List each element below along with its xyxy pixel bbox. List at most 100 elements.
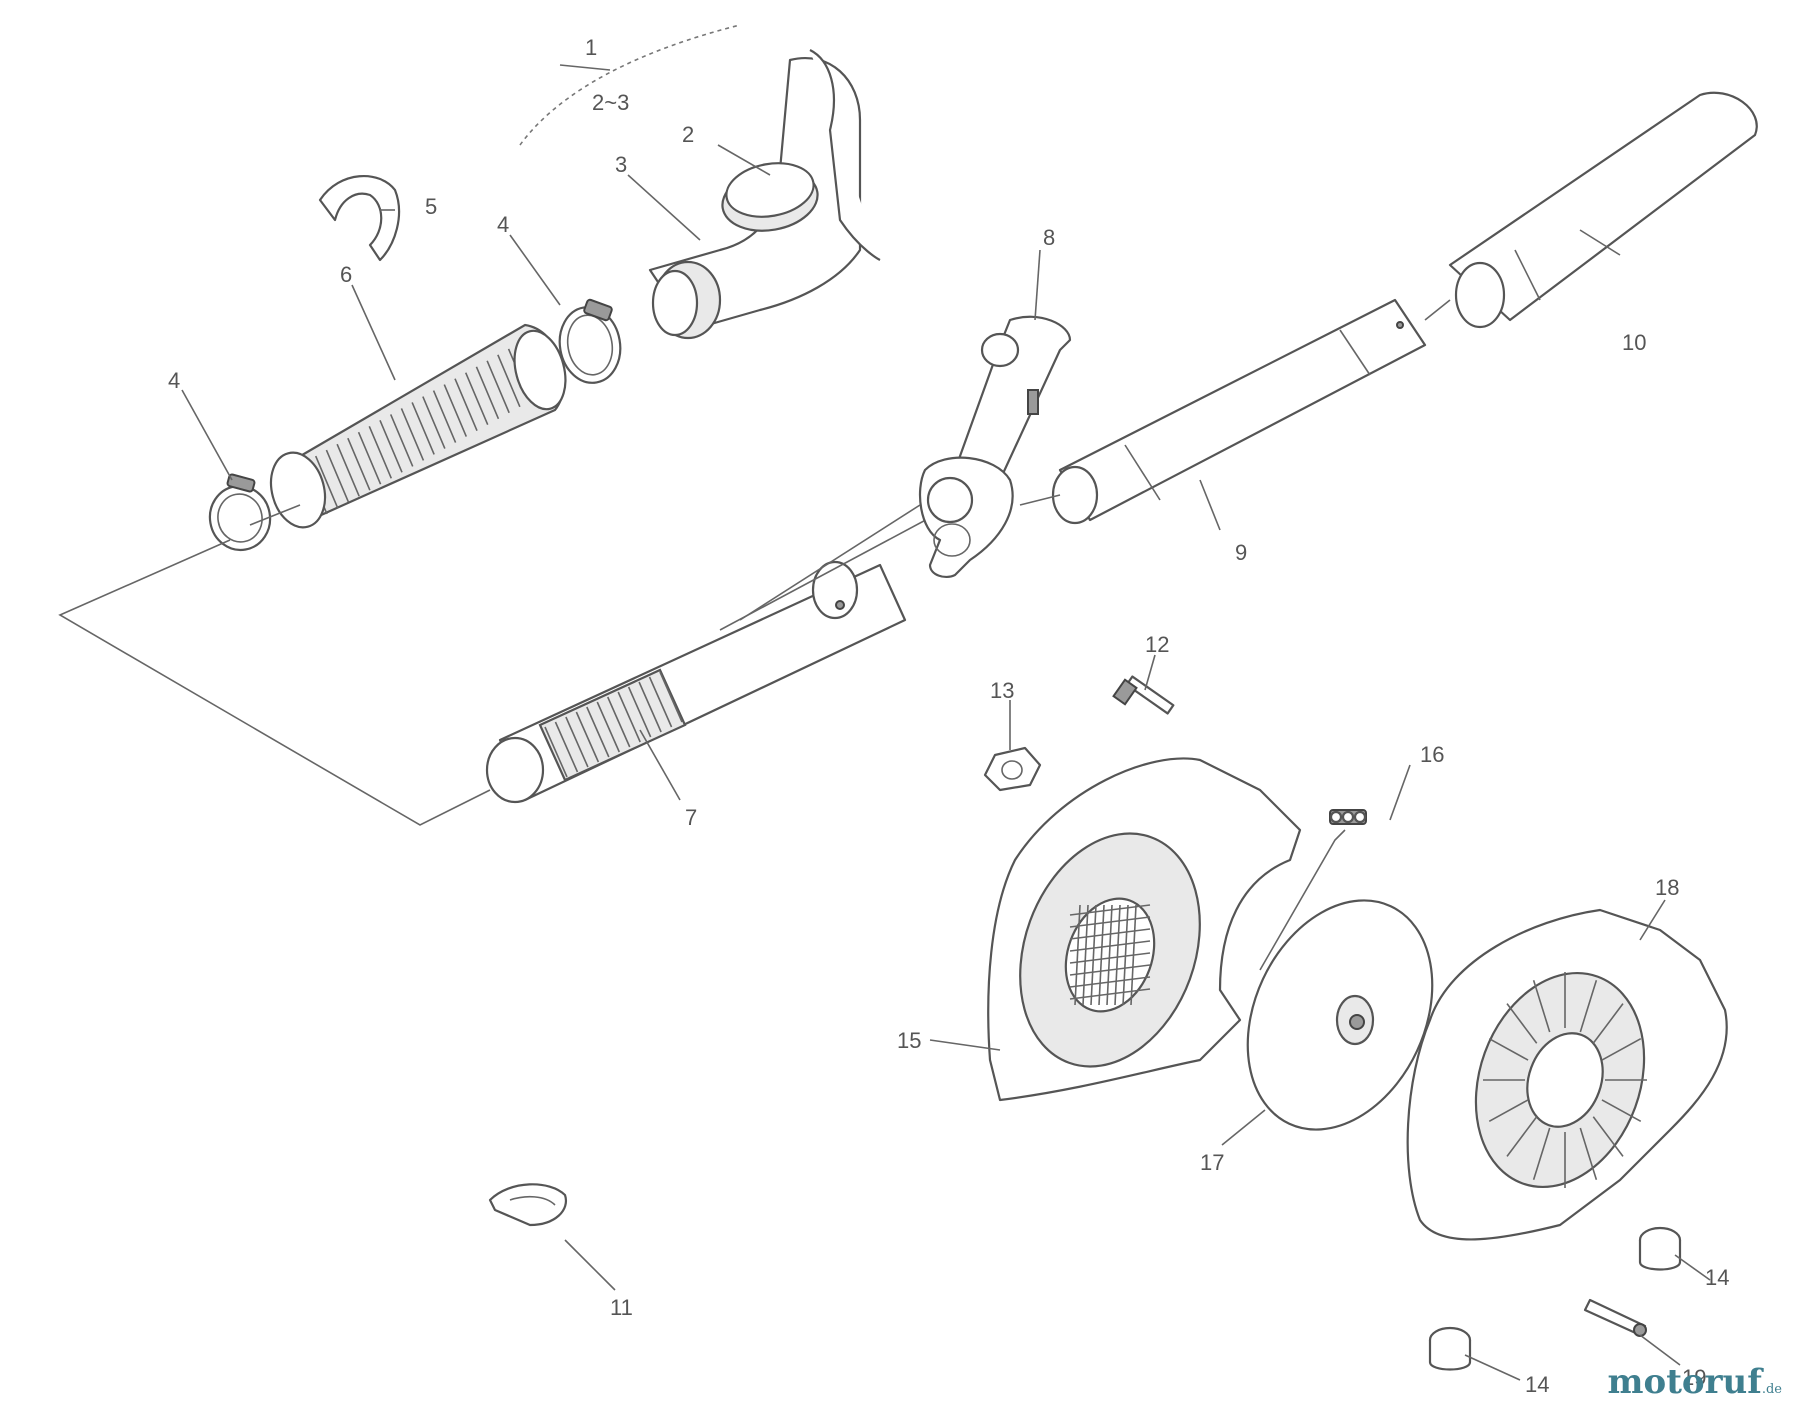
leader-lines [181,144,1711,1381]
part-11-clip [488,1183,568,1227]
callout-10: 10 [1622,330,1646,355]
detail-line [1114,904,1121,1006]
detail-line [1106,904,1113,1006]
detail-line [1074,904,1081,1006]
detail-line [1532,979,1551,1033]
detail-line [443,384,468,437]
watermark-brand: motoruf [1607,1362,1762,1402]
detail-line [379,420,403,473]
callout-12: 12 [1145,632,1169,657]
detail-line [1488,1099,1529,1123]
detail-line [1601,1099,1642,1123]
detail-line [1532,1127,1551,1181]
detail-line [1130,904,1137,1006]
detail-line [368,425,393,479]
detail-line [400,408,425,461]
callout-11: 11 [610,1295,633,1320]
detail-line [432,390,457,443]
callout-17: 17 [1200,1150,1224,1175]
detail-line [575,711,600,763]
part-9-middle-tube [1051,298,1427,525]
part-18-rear-housing [1406,908,1728,1241]
part-13-nut [983,746,1042,792]
detail-line [1069,916,1151,928]
part-16-washer-set [1329,809,1367,825]
detail-line [638,681,662,733]
detail-line [596,701,621,753]
detail-line [1601,1037,1642,1061]
detail-line [1122,904,1129,1006]
detail-line [347,437,371,491]
callout-9: 9 [1235,540,1247,565]
detail-line [325,449,350,503]
detail-line [1592,1003,1624,1044]
callout-8: 8 [1043,225,1055,250]
part-3-elbow-tube [648,49,881,340]
detail-line [422,396,446,449]
callout-labels: 1 2~3 2 3 4 5 6 4 8 10 9 7 12 13 16 18 1… [168,35,1729,1397]
detail-line [1506,1003,1538,1044]
part-1-housing-outline [519,24,741,146]
detail-line [1069,952,1151,964]
callout-1: 1 [585,35,597,60]
part-15-fan-housing [987,757,1302,1102]
callout-4-upper: 4 [497,212,509,237]
callout-16: 16 [1420,742,1444,767]
callout-14-lower: 14 [1525,1372,1549,1397]
part-14-cap-upper [1638,1226,1682,1271]
callout-13: 13 [990,678,1014,703]
detail-line [627,686,652,738]
detail-line [648,676,673,728]
part-12-screw [1112,675,1175,715]
detail-line [314,455,339,509]
detail-line [617,691,641,743]
part-14-cap-lower [1428,1326,1472,1371]
callout-6: 6 [340,262,352,287]
detail-line [1506,1116,1538,1157]
detail-line [554,721,579,773]
callout-14-upper: 14 [1705,1265,1729,1290]
detail-line [454,378,478,431]
detail-line [1069,988,1151,1000]
part-7-lower-tube [485,504,936,804]
callout-4-lower: 4 [168,368,180,393]
motoruf-watermark: motoruf.de [1608,1362,1782,1402]
detail-line [586,706,610,758]
part-5-clip [318,174,400,262]
detail-line [606,696,631,748]
detail-line [659,671,683,723]
detail-line [357,431,382,485]
detail-line [1592,1116,1624,1157]
callout-18: 18 [1655,875,1679,900]
detail-line [497,354,521,408]
detail-line [565,716,589,768]
part-19-pin [1583,1298,1647,1337]
part-10-nozzle-tube [1448,91,1758,329]
part-8-handle-bracket [918,315,1072,579]
detail-line [411,402,435,455]
part-4-hose-clamp-upper [558,298,622,384]
detail-line [544,726,568,778]
callout-7: 7 [685,805,697,830]
detail-line [1069,964,1151,976]
detail-line [1579,979,1598,1033]
detail-line [1098,904,1105,1006]
part-17-impeller-disc [1246,899,1434,1131]
callout-2-3: 2~3 [592,90,629,115]
detail-line [336,443,360,497]
detail-line [1090,904,1097,1006]
detail-line [475,366,500,420]
detail-line [1488,1037,1529,1061]
detail-line [1579,1127,1598,1181]
part-4-hose-clamp-lower [208,473,272,552]
detail-line [486,360,510,414]
part-6-flexible-hose [269,323,567,529]
detail-line [464,372,489,426]
callout-5: 5 [425,194,437,219]
callout-15: 15 [897,1028,921,1053]
watermark-domain: .de [1761,1382,1782,1397]
detail-line [1082,904,1089,1006]
callout-19: 19 [1682,1365,1706,1390]
callout-3: 3 [615,152,627,177]
